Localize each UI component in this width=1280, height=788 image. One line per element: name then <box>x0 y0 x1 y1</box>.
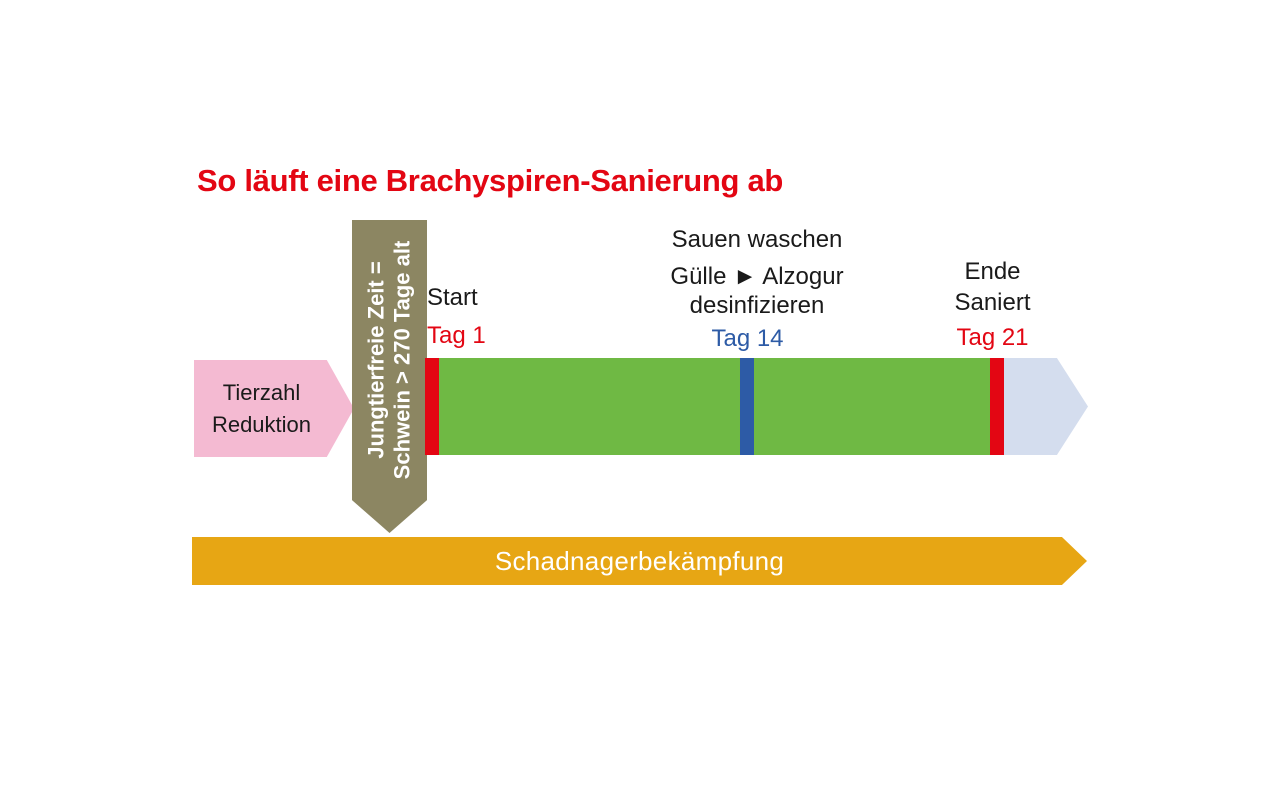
milestone-end-line2: Saniert <box>954 289 1031 316</box>
timeline-bar <box>439 358 990 455</box>
milestone-mid-line3: desinfizieren <box>689 292 825 319</box>
vertical-marker-line1: Jungtierfreie Zeit = <box>363 261 389 459</box>
milestone-end-line1: Ende <box>964 258 1021 285</box>
timeline-marker-day21 <box>990 358 1004 455</box>
milestone-end-label: Ende Saniert <box>930 256 1055 318</box>
pre-phase-label-line2: Reduktion <box>211 411 312 437</box>
timeline-marker-day14 <box>740 358 754 455</box>
young-animal-free-period-arrow <box>352 220 427 533</box>
pre-phase-arrow: Tierzahl Reduktion <box>194 360 354 457</box>
timeline-end-arrow <box>1004 358 1088 455</box>
rodent-control-arrow: Schadnagerbekämpfung <box>192 537 1087 585</box>
milestone-end-day: Tag 21 <box>956 324 1029 351</box>
rodent-control-label: Schadnagerbekämpfung <box>494 545 785 576</box>
pre-phase-label-line1: Tierzahl <box>222 379 301 405</box>
milestone-start-day: Tag 1 <box>427 322 486 349</box>
milestone-mid-label: Sauen waschen Gülle ► Alzogur desinfizie… <box>637 226 877 320</box>
timeline-marker-day1 <box>425 358 439 455</box>
milestone-mid-line1: Sauen waschen <box>671 226 843 253</box>
vertical-marker-line2: Schwein > 270 Tage alt <box>389 240 415 480</box>
page-title: So läuft eine Brachyspiren-Sanierung ab <box>197 163 784 198</box>
milestone-start-label: Start <box>427 284 478 311</box>
young-animal-free-period-label: Jungtierfreie Zeit = Schwein > 270 Tage … <box>352 220 427 500</box>
milestone-mid-line2: Gülle ► Alzogur <box>670 263 844 290</box>
milestone-mid-day: Tag 14 <box>711 325 784 352</box>
